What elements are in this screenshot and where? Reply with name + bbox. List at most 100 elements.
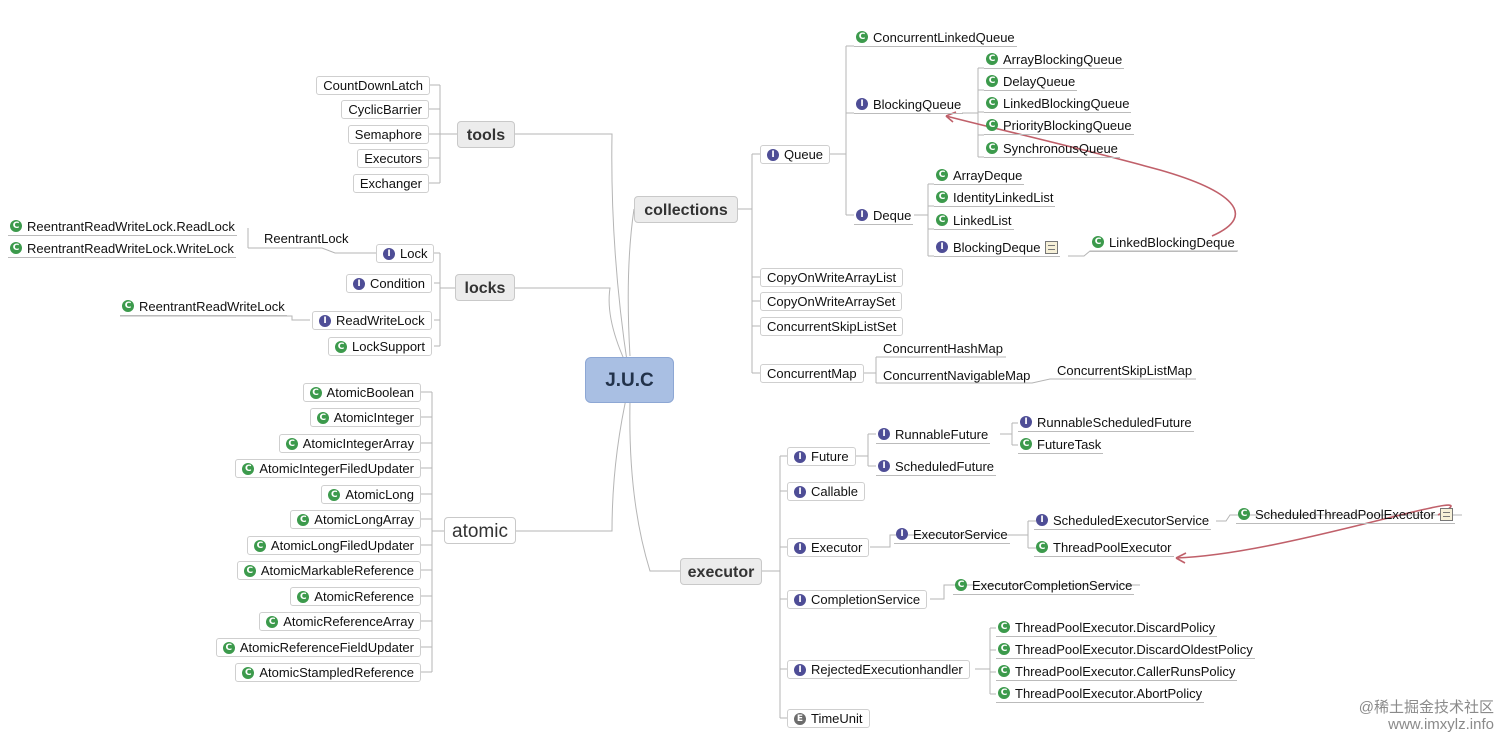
tools-item[interactable]: CyclicBarrier [341,100,429,119]
node-label: BlockingQueue [873,96,962,112]
category-tools[interactable]: tools [457,121,515,148]
watermark-line1: @稀土掘金技术社区 [1358,699,1494,716]
node-label: IdentityLinkedList [953,189,1054,205]
category-atomic[interactable]: atomic [444,517,516,544]
watermark-line2: www.imxylz.info [1388,716,1494,733]
tools-item[interactable]: CountDownLatch [316,76,430,95]
collection-cnm[interactable]: ConcurrentNavigableMap [883,366,1030,385]
tools-item[interactable]: Semaphore [347,125,429,144]
node-label: ReentrantReadWriteLock.ReadLock [27,218,235,234]
class-icon: C [243,564,256,577]
interface-icon: I [794,450,806,463]
node-label: ConcurrentMap [767,366,857,381]
node-label: CopyOnWriteArraySet [767,294,896,309]
note-icon[interactable] [1439,507,1453,521]
tools-item-label: Executors [364,151,422,166]
category-collections[interactable]: collections [634,196,738,223]
node-label: SynchronousQueue [1003,140,1118,156]
tools-item-label: CyclicBarrier [348,102,422,117]
class-icon: C [986,75,998,87]
tools-item[interactable]: Executors [357,149,429,168]
root-node[interactable]: J.U.C [585,357,674,403]
interface-icon: I [878,460,890,472]
class-icon: C [253,539,266,552]
class-icon: C [1238,508,1250,520]
collection-cmap[interactable]: ConcurrentMap [760,364,864,383]
collection-csls[interactable]: ConcurrentSkipListSet [760,317,904,336]
node-label: ConcurrentSkipListSet [767,319,897,334]
atomic-item[interactable]: C AtomicMarkableReference [236,561,421,580]
node-label: Executor [811,540,863,555]
category-executor[interactable]: executor [680,558,762,585]
tools-item-label: Semaphore [354,127,422,142]
interface-icon: I [1036,514,1048,526]
collection-chm[interactable]: ConcurrentHashMap [883,339,1003,358]
interface-icon: I [353,277,365,290]
collection-cowas[interactable]: CopyOnWriteArraySet [760,292,903,311]
collection-cowal[interactable]: CopyOnWriteArrayList [760,268,904,287]
lock-node-reentrantlock[interactable]: ReentrantLock [264,229,349,248]
node-label: AtomicMarkableReference [260,563,414,578]
tools-item[interactable]: Exchanger [352,174,429,193]
interface-icon: I [319,314,331,327]
class-icon: C [316,411,329,424]
category-locks[interactable]: locks [455,274,515,301]
node-label: CopyOnWriteArrayList [767,270,897,285]
note-icon[interactable] [1045,240,1059,254]
collection-cslm[interactable]: ConcurrentSkipListMap [1057,361,1192,380]
class-icon: C [222,641,235,654]
node-label: ReentrantReadWriteLock [139,298,285,314]
